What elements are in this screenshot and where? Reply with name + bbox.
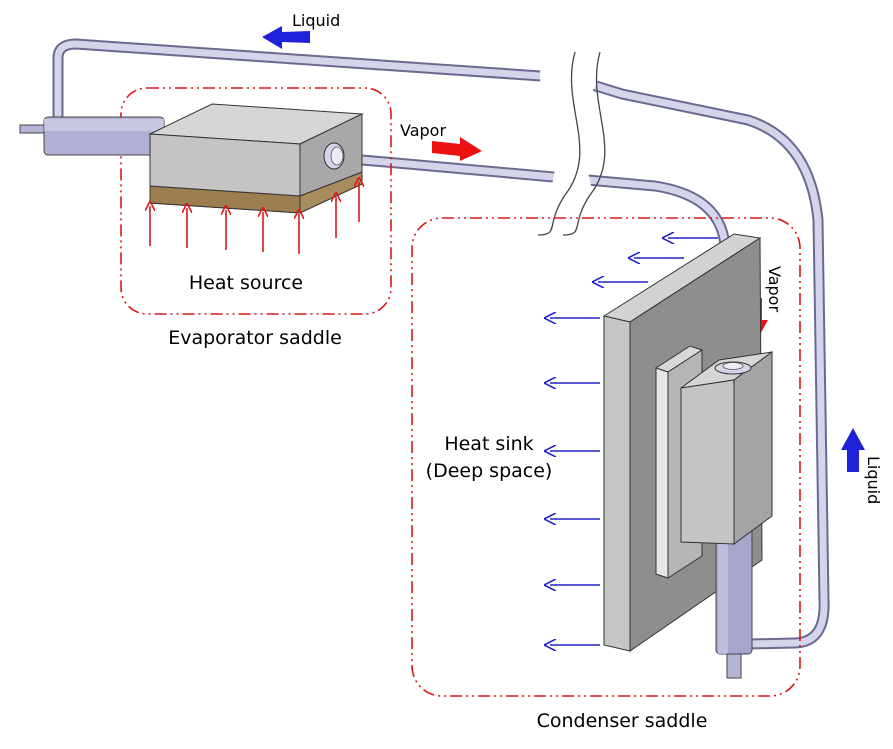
condenser-saddle-label: Condenser saddle bbox=[537, 710, 708, 732]
condenser-box bbox=[680, 351, 773, 545]
heat-source-label: Heat source bbox=[189, 272, 303, 294]
heat-input-arrows bbox=[150, 182, 359, 254]
liquid-return-line bbox=[52, 38, 830, 650]
deep-space-label: (Deep space) bbox=[426, 460, 553, 482]
evaporator-box bbox=[148, 103, 364, 197]
radiation-arrows bbox=[550, 238, 718, 645]
liquid-flow-arrow-side bbox=[841, 428, 865, 472]
vapor-label-side: Vapor bbox=[765, 266, 784, 312]
vapor-flow-arrow-top bbox=[432, 137, 482, 161]
condenser-saddle-outline bbox=[411, 217, 801, 697]
heat-sink-label: Heat sink bbox=[444, 433, 533, 455]
evaporator-saddle-outline bbox=[120, 87, 392, 315]
evaporator-tube bbox=[19, 116, 165, 156]
condenser-tube bbox=[715, 519, 753, 679]
liquid-label-side: Liquid bbox=[864, 456, 883, 504]
pipe-break-mark bbox=[537, 50, 606, 236]
vapor-label-top: Vapor bbox=[400, 121, 446, 140]
evaporator-saddle-label: Evaporator saddle bbox=[168, 327, 342, 349]
liquid-flow-arrow-top bbox=[262, 26, 310, 49]
liquid-label-top: Liquid bbox=[292, 11, 340, 30]
